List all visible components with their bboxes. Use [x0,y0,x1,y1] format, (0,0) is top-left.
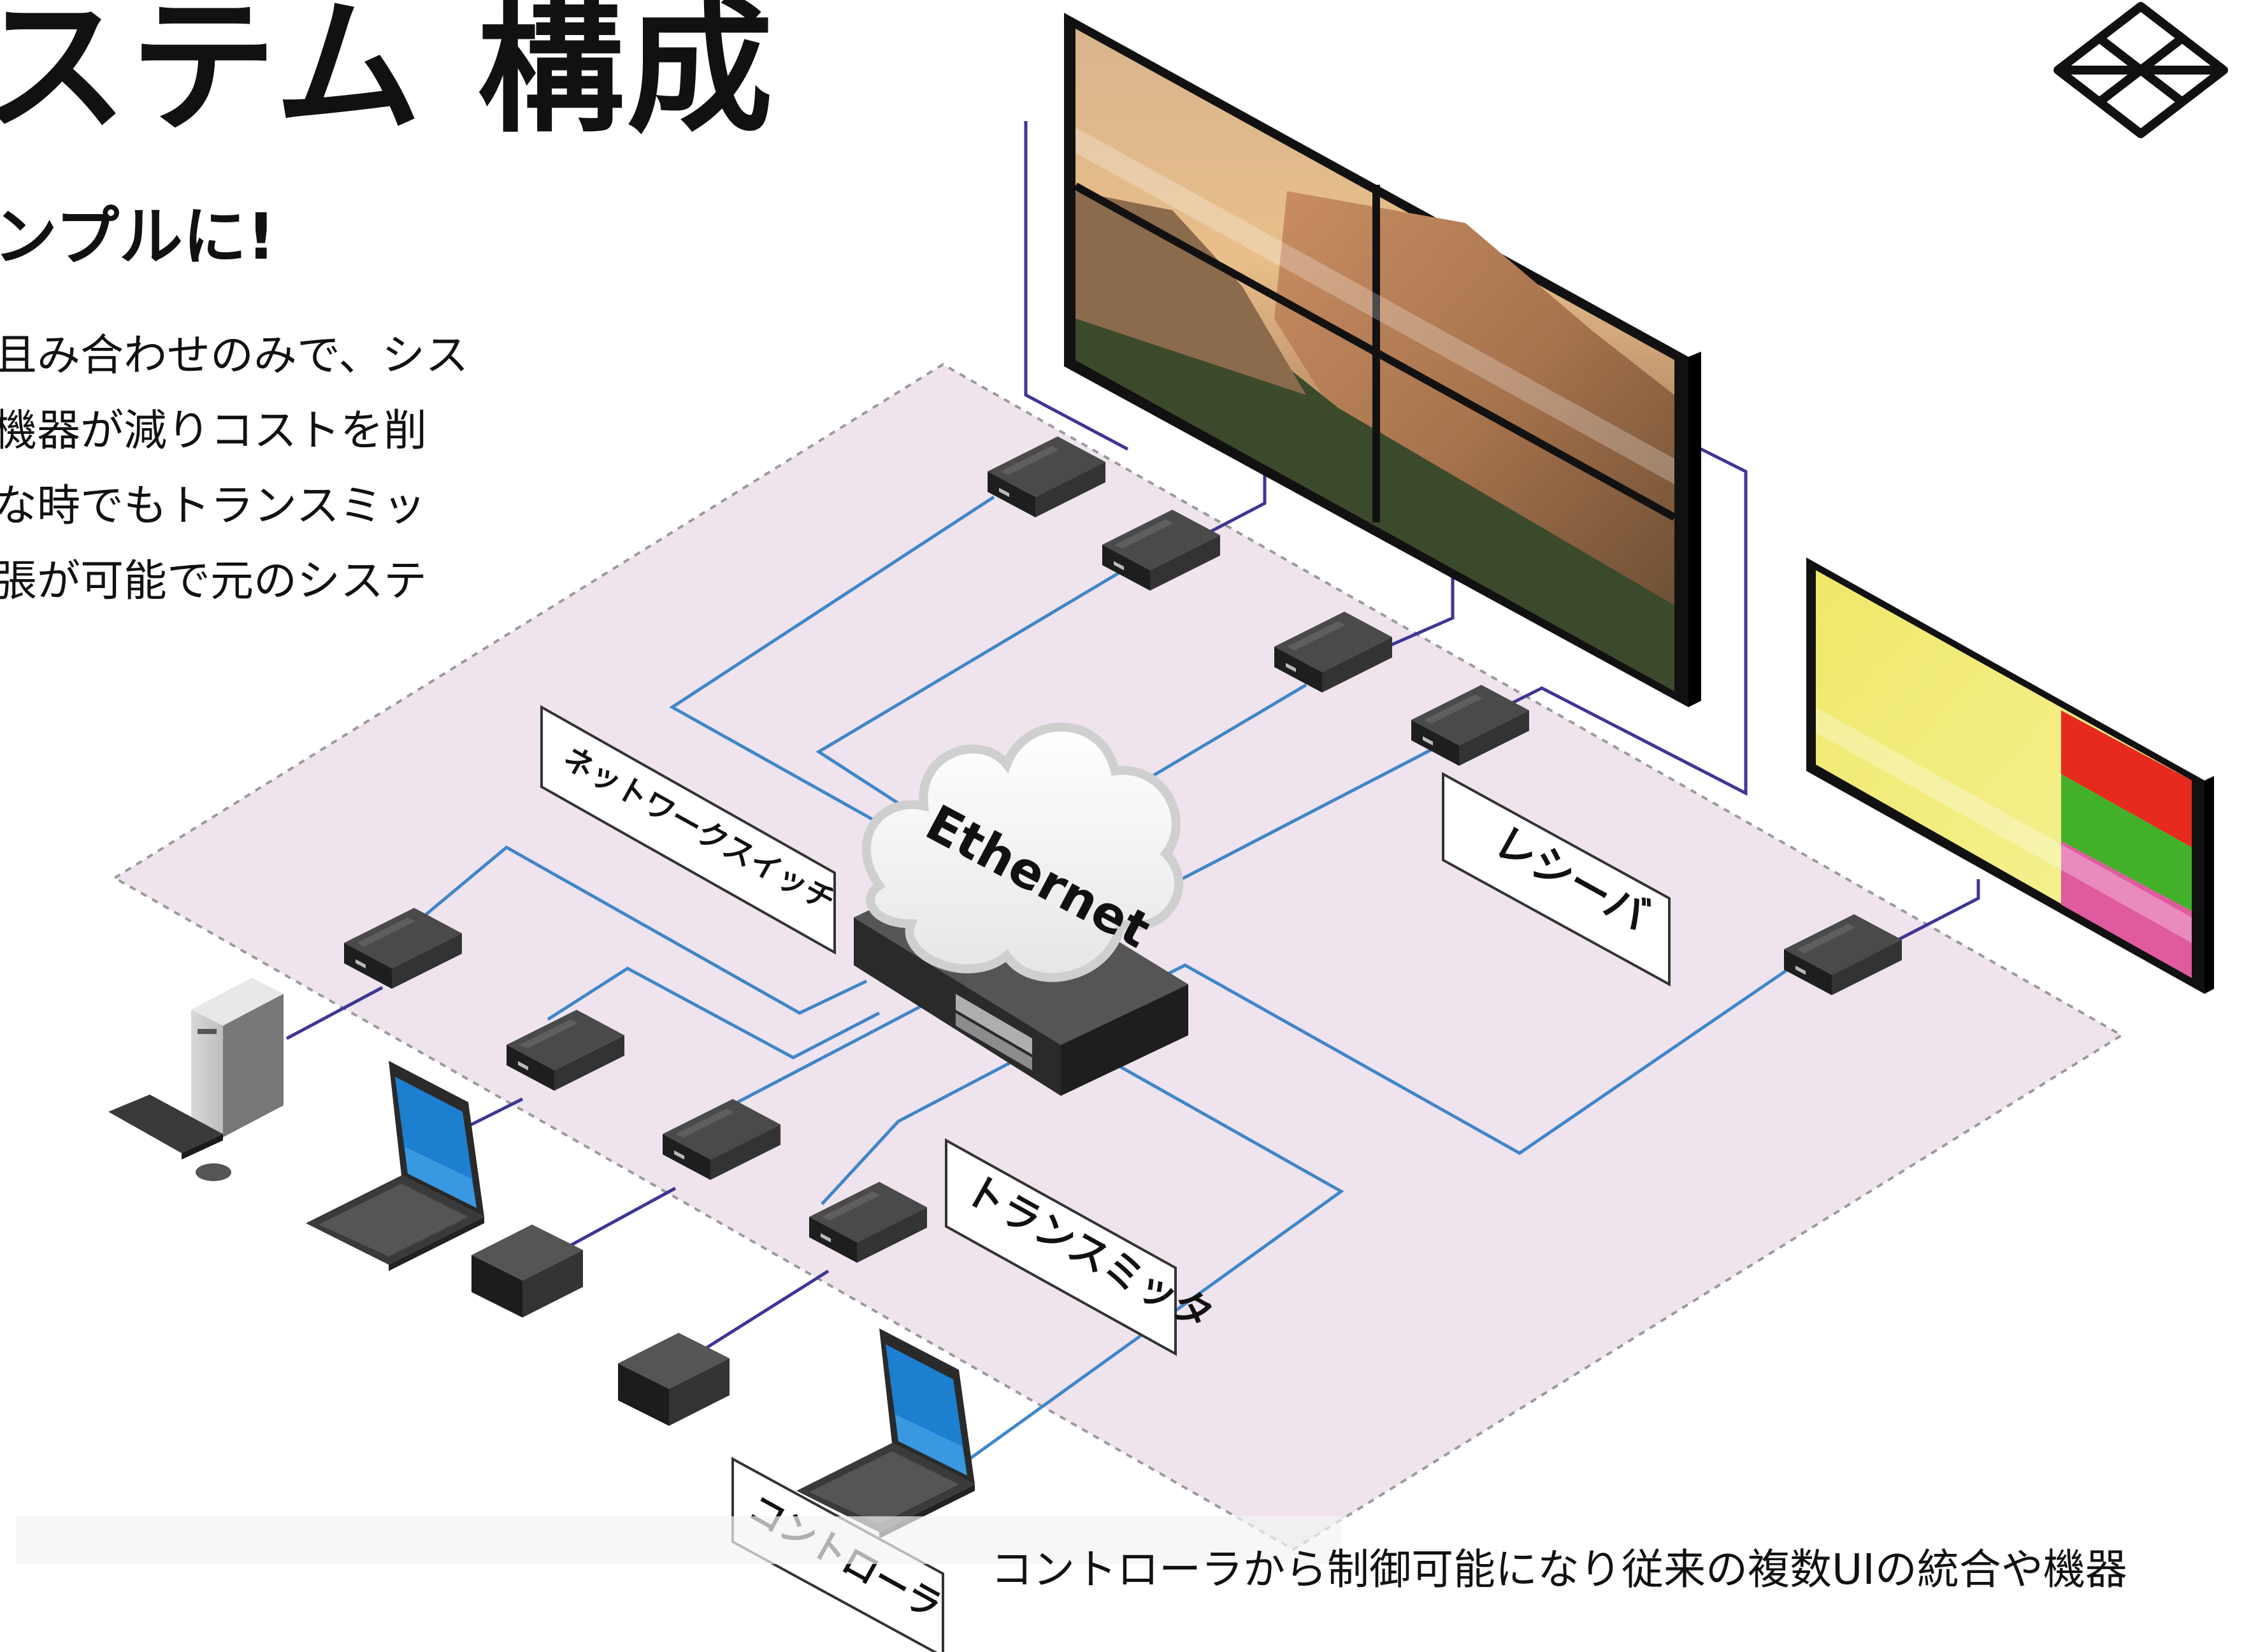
keyboard [108,1095,231,1181]
pc-tower [191,978,284,1137]
single-display [1806,557,2214,994]
video-wall [1064,13,1701,707]
description-line: 張が可能で元のシステ [0,556,428,607]
source-laptop [306,1061,484,1271]
description-line: 機器が減りコストを削 [0,406,428,456]
brand-logo [2053,2,2228,138]
footer-caption: コントローラから制御可能になり従来の複数UIの統合や機器 [991,1545,2127,1594]
page-title: ステム 構成 [0,0,776,153]
bottom-band [16,1516,1341,1564]
ethernet-cloud: Ethernet [861,722,1184,982]
description-line: な時でもトランスミッ [0,481,426,531]
source-player [471,1225,583,1318]
page-subtitle: ンプルに! [0,199,276,274]
description-text: 且み合わせのみで、シス 機器が減りコストを削 な時でもトランスミッ 張が可能で元… [0,319,468,619]
description-line: 且み合わせのみで、シス [0,331,469,381]
source-player [618,1333,730,1426]
